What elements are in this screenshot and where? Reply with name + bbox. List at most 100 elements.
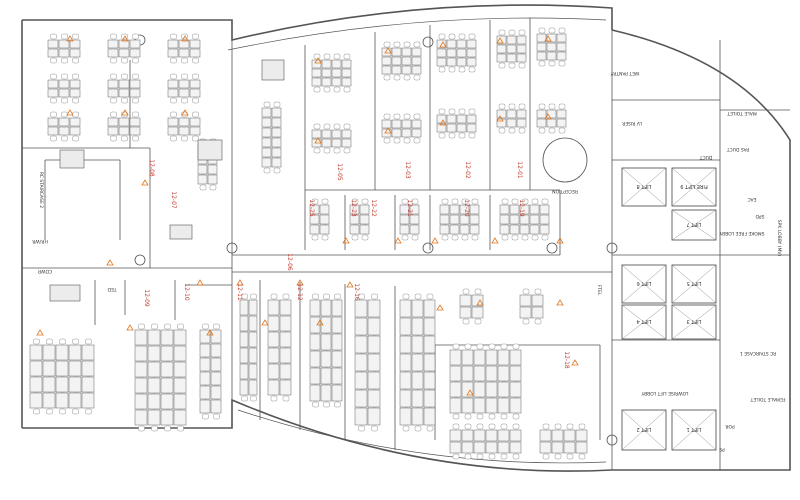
chair: [554, 423, 562, 430]
desk: [210, 357, 222, 372]
desk: [446, 39, 457, 49]
chair: [403, 41, 411, 48]
chair: [282, 395, 290, 402]
desk: [107, 48, 119, 58]
room-number-r0503: 12-03: [404, 161, 411, 179]
chair: [464, 423, 472, 430]
desk: [461, 365, 474, 382]
chair: [192, 135, 199, 142]
desk: [267, 315, 280, 332]
chair: [548, 60, 556, 67]
desk: [331, 138, 342, 148]
desk: [516, 53, 527, 63]
room-marker: [181, 109, 189, 116]
room-number-r0521: 12-21: [406, 199, 413, 217]
desk-cluster: [167, 111, 201, 142]
desk: [399, 224, 410, 235]
desk: [178, 117, 190, 127]
chair: [85, 408, 92, 415]
room-marker: [261, 319, 269, 326]
desk: [423, 371, 436, 390]
desk: [509, 365, 522, 382]
desk: [160, 393, 174, 410]
chair: [312, 401, 319, 408]
desk-cluster: [309, 198, 330, 241]
desk: [189, 39, 201, 49]
desk: [167, 117, 179, 127]
desk: [563, 429, 576, 442]
desk: [321, 68, 332, 78]
chair: [548, 103, 556, 110]
lift-label: LIFT 4: [637, 318, 652, 324]
chair: [393, 137, 401, 144]
desk-cluster: [536, 103, 567, 134]
chair: [50, 111, 57, 118]
desk: [81, 360, 95, 377]
chair: [72, 111, 79, 118]
chair: [500, 413, 508, 420]
desk: [449, 365, 462, 382]
desk: [354, 371, 368, 390]
chair: [461, 198, 469, 205]
desk: [68, 376, 82, 393]
lift-label: LIFT 8: [637, 183, 652, 189]
label-smoke-free-lobby: SMOKE FREE LOBBY: [719, 230, 764, 236]
desk: [519, 214, 530, 225]
room-marker: [206, 329, 214, 336]
desk: [423, 353, 436, 372]
chair: [110, 73, 117, 80]
chair: [393, 113, 401, 120]
desk: [118, 88, 130, 98]
desk: [359, 204, 370, 215]
chair: [458, 66, 466, 73]
chair: [538, 127, 546, 134]
label-spk-lobby: SPK LOBBY (MV): [776, 220, 782, 257]
desk: [506, 53, 517, 63]
room-marker: [36, 329, 44, 336]
desk: [359, 224, 370, 235]
room-number-r0506: 12-06: [286, 253, 293, 271]
desk: [331, 59, 342, 69]
desk: [81, 344, 95, 361]
desk: [436, 57, 447, 67]
desk: [341, 68, 352, 78]
chair: [50, 97, 57, 104]
chair: [566, 423, 574, 430]
desk-clusters: [29, 27, 588, 460]
desk: [239, 299, 249, 316]
desk: [556, 109, 567, 119]
chair: [501, 234, 509, 241]
chair: [323, 293, 330, 300]
desk: [536, 109, 547, 119]
desk-cluster: [459, 288, 484, 325]
desk: [107, 79, 119, 89]
desk: [341, 138, 352, 148]
label-cdwr: CDWR: [38, 268, 52, 274]
room-number-r0522: 12-22: [370, 199, 377, 217]
desk: [546, 42, 557, 52]
room-number-r0502: 12-02: [464, 161, 471, 179]
chair: [518, 127, 526, 134]
desk: [58, 39, 70, 49]
desk: [499, 204, 510, 215]
label-lv-riser: LV RISER: [622, 120, 642, 126]
desk: [321, 77, 332, 87]
desk: [55, 376, 69, 393]
chair: [250, 293, 257, 300]
desk: [331, 68, 342, 78]
desk: [261, 107, 272, 118]
chair: [50, 73, 57, 80]
desk: [461, 349, 474, 366]
desk-cluster: [107, 33, 141, 64]
chair: [383, 74, 391, 81]
chair: [476, 413, 484, 420]
desk: [399, 214, 410, 225]
desk: [367, 353, 381, 372]
desk: [311, 129, 322, 139]
chair: [500, 453, 508, 460]
desk: [267, 379, 280, 396]
chair: [323, 401, 330, 408]
chair: [50, 57, 57, 64]
desk: [509, 204, 520, 215]
lift-label: LIFT 3: [687, 318, 702, 324]
